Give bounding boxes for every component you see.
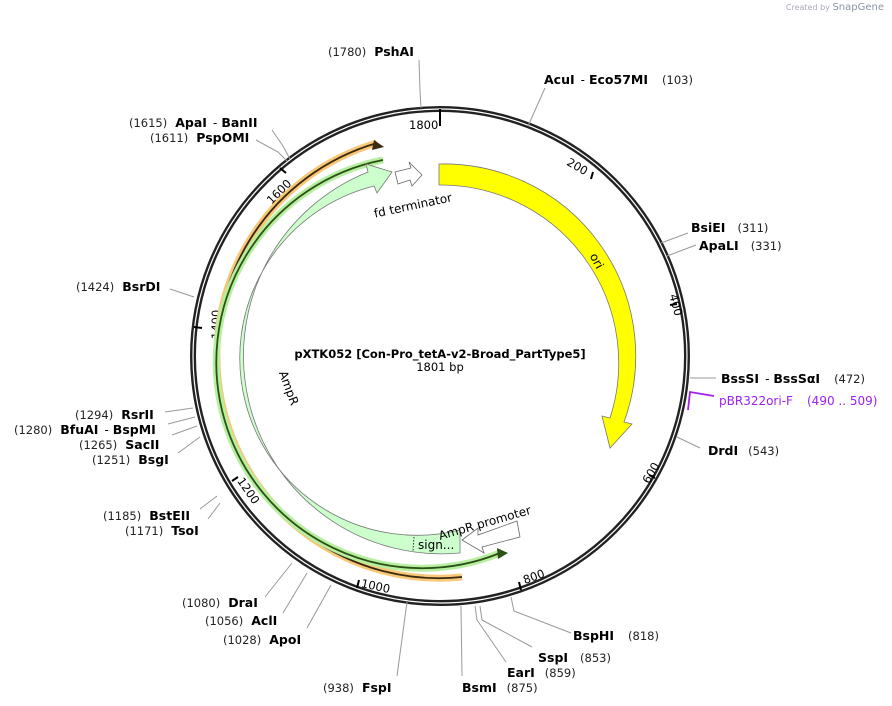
signal-label: sign... bbox=[418, 538, 454, 552]
enzyme-labels: (1780)PshAI AcuI-Eco57MI(103) (1615)ApaI… bbox=[14, 44, 865, 695]
enzyme-drai[interactable]: (1080)DraI bbox=[182, 595, 258, 610]
snapgene-credit: Created by SnapGene bbox=[785, 2, 884, 13]
enzyme-acli[interactable]: (1056)AclI bbox=[205, 613, 277, 628]
enzyme-sspi[interactable]: SspI(853) bbox=[538, 650, 611, 665]
enzyme-pspomi[interactable]: (1611)PspOMI bbox=[150, 130, 249, 145]
enzyme-bsssi[interactable]: BssSI-BssSαI(472) bbox=[721, 371, 865, 386]
enzyme-apali[interactable]: ApaLI(331) bbox=[699, 238, 782, 253]
plasmid-length: 1801 bp bbox=[416, 360, 464, 374]
enzyme-sacii[interactable]: (1265)SacII bbox=[79, 437, 159, 452]
enzyme-acui[interactable]: AcuI-Eco57MI(103) bbox=[544, 72, 693, 87]
enzyme-drdi[interactable]: DrdI(543) bbox=[708, 443, 779, 458]
tick-marks bbox=[193, 109, 678, 591]
enzyme-fspi[interactable]: (938)FspI bbox=[323, 680, 392, 695]
plasmid-name: pXTK052 [Con-Pro_tetA-v2-Broad_PartType5… bbox=[294, 347, 585, 362]
primer-pbr322ori-f[interactable]: pBR322ori-F (490 .. 509) bbox=[687, 390, 877, 411]
ori-feature[interactable]: ori bbox=[438, 163, 637, 449]
fd-terminator-label: fd terminator bbox=[373, 190, 454, 220]
enzyme-bsrdi[interactable]: (1424)BsrDI bbox=[76, 279, 160, 294]
tick-1800: 1800 bbox=[409, 118, 438, 132]
ori-label: ori bbox=[587, 251, 607, 271]
enzyme-bsphi[interactable]: BspHI(818) bbox=[573, 628, 659, 643]
enzyme-bsgi[interactable]: (1251)BsgI bbox=[92, 452, 169, 467]
green-line-feature[interactable] bbox=[212, 156, 508, 572]
enzyme-bfuai[interactable]: (1280)BfuAI-BspMI bbox=[14, 422, 156, 437]
tick-400: 400 bbox=[666, 292, 685, 317]
enzyme-leaders bbox=[164, 59, 716, 677]
ampr-label: AmpR bbox=[276, 369, 301, 407]
enzyme-apoi[interactable]: (1028)ApoI bbox=[223, 632, 301, 647]
ampr-feature[interactable]: sign... AmpR bbox=[239, 163, 461, 555]
enzyme-rsrii[interactable]: (1294)RsrII bbox=[75, 407, 154, 422]
tick-1000: 1000 bbox=[360, 576, 392, 596]
enzyme-apai[interactable]: (1615)ApaI-BanII bbox=[129, 115, 257, 130]
enzyme-bsteii[interactable]: (1185)BstEII bbox=[103, 508, 190, 523]
enzyme-eari[interactable]: EarI(859) bbox=[507, 665, 576, 680]
enzyme-tsoi[interactable]: (1171)TsoI bbox=[125, 523, 199, 538]
svg-text:(490 .. 509): (490 .. 509) bbox=[807, 394, 877, 408]
enzyme-pshai[interactable]: (1780)PshAI bbox=[328, 44, 414, 59]
enzyme-bsmi[interactable]: BsmI(875) bbox=[462, 680, 538, 695]
enzyme-bsiei[interactable]: BsiEI(311) bbox=[691, 220, 768, 235]
svg-text:pBR322ori-F: pBR322ori-F bbox=[719, 394, 793, 408]
